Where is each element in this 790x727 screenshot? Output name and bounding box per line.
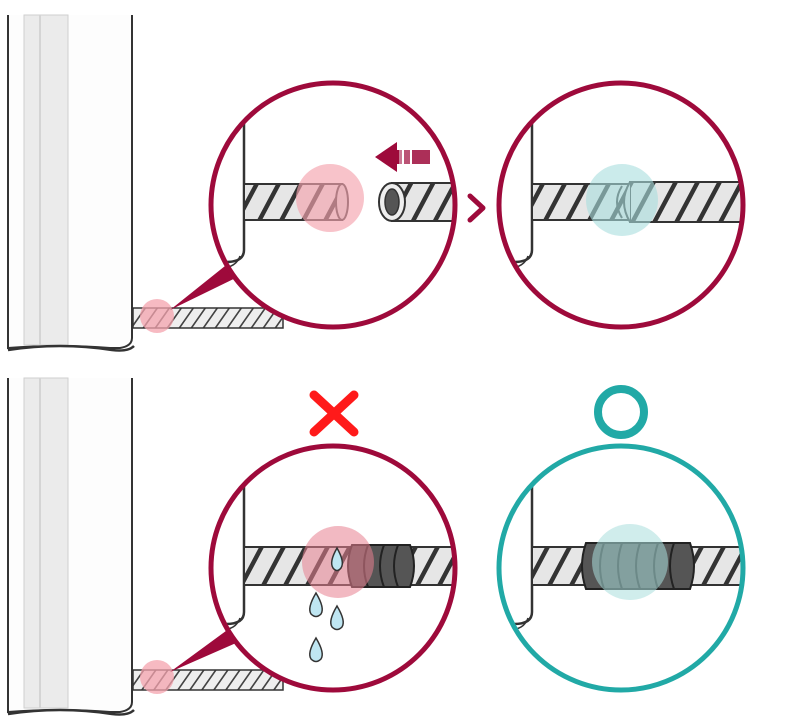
panel-step-sealed — [496, 443, 746, 693]
panel-step-insert — [208, 80, 458, 330]
panel-step-leak — [208, 443, 458, 693]
appliance-side-bottom — [7, 377, 135, 716]
water-droplet-icon — [330, 546, 344, 572]
fitting-highlight-connected — [586, 164, 658, 236]
water-droplet-icon — [309, 591, 323, 618]
sealed-highlight — [592, 524, 668, 600]
appliance-side-top — [7, 14, 135, 352]
water-droplet-icon — [330, 604, 344, 631]
circle-mark-icon — [594, 385, 648, 439]
water-droplet-icon — [309, 636, 323, 663]
connection-highlight-bottom — [140, 660, 174, 694]
chevron-right-icon — [467, 193, 486, 223]
arrow-left-icon — [375, 142, 430, 172]
fitting-highlight — [296, 164, 364, 232]
cross-mark-icon — [309, 390, 359, 437]
hose-outside-bottom — [132, 628, 284, 694]
connection-highlight-top — [140, 299, 174, 333]
panel-step-connected — [496, 80, 746, 330]
leak-droplets — [309, 591, 344, 663]
